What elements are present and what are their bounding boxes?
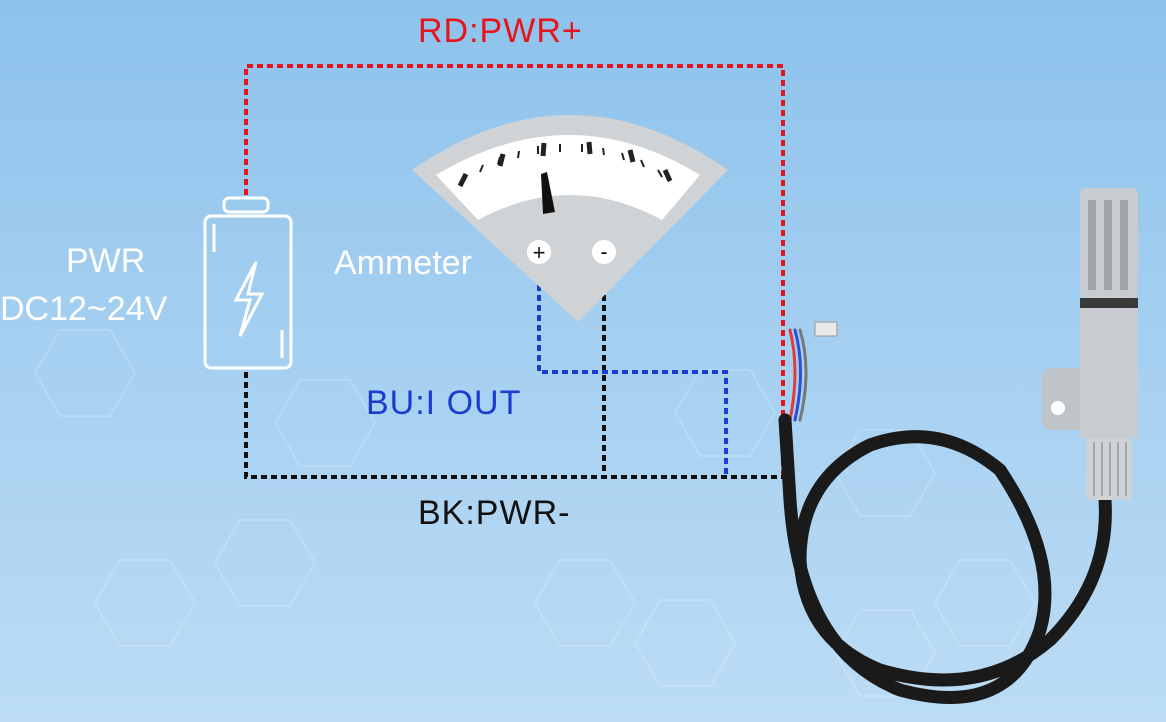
ammeter-plus-terminal [527, 240, 551, 264]
blue-wire-label: BU:I OUT [366, 384, 522, 422]
battery-icon [203, 196, 293, 370]
blue-wire [537, 265, 728, 477]
plus-symbol: + [533, 240, 546, 265]
minus-symbol: - [600, 239, 607, 264]
power-supply-title: PWR [66, 242, 146, 280]
red-wire [244, 64, 785, 478]
sensor-probe-icon [778, 188, 1138, 704]
ammeter-minus-terminal [592, 240, 616, 264]
black-wire-label: BK:PWR- [418, 494, 571, 532]
power-supply-voltage: DC12~24V [0, 290, 168, 328]
lightning-icon [233, 261, 265, 337]
red-wire-label: RD:PWR+ [418, 12, 583, 50]
cable-icon [778, 321, 1112, 704]
ammeter-gauge-icon: + - [412, 115, 728, 322]
ammeter-label: Ammeter [334, 244, 472, 282]
black-wire [244, 372, 790, 479]
